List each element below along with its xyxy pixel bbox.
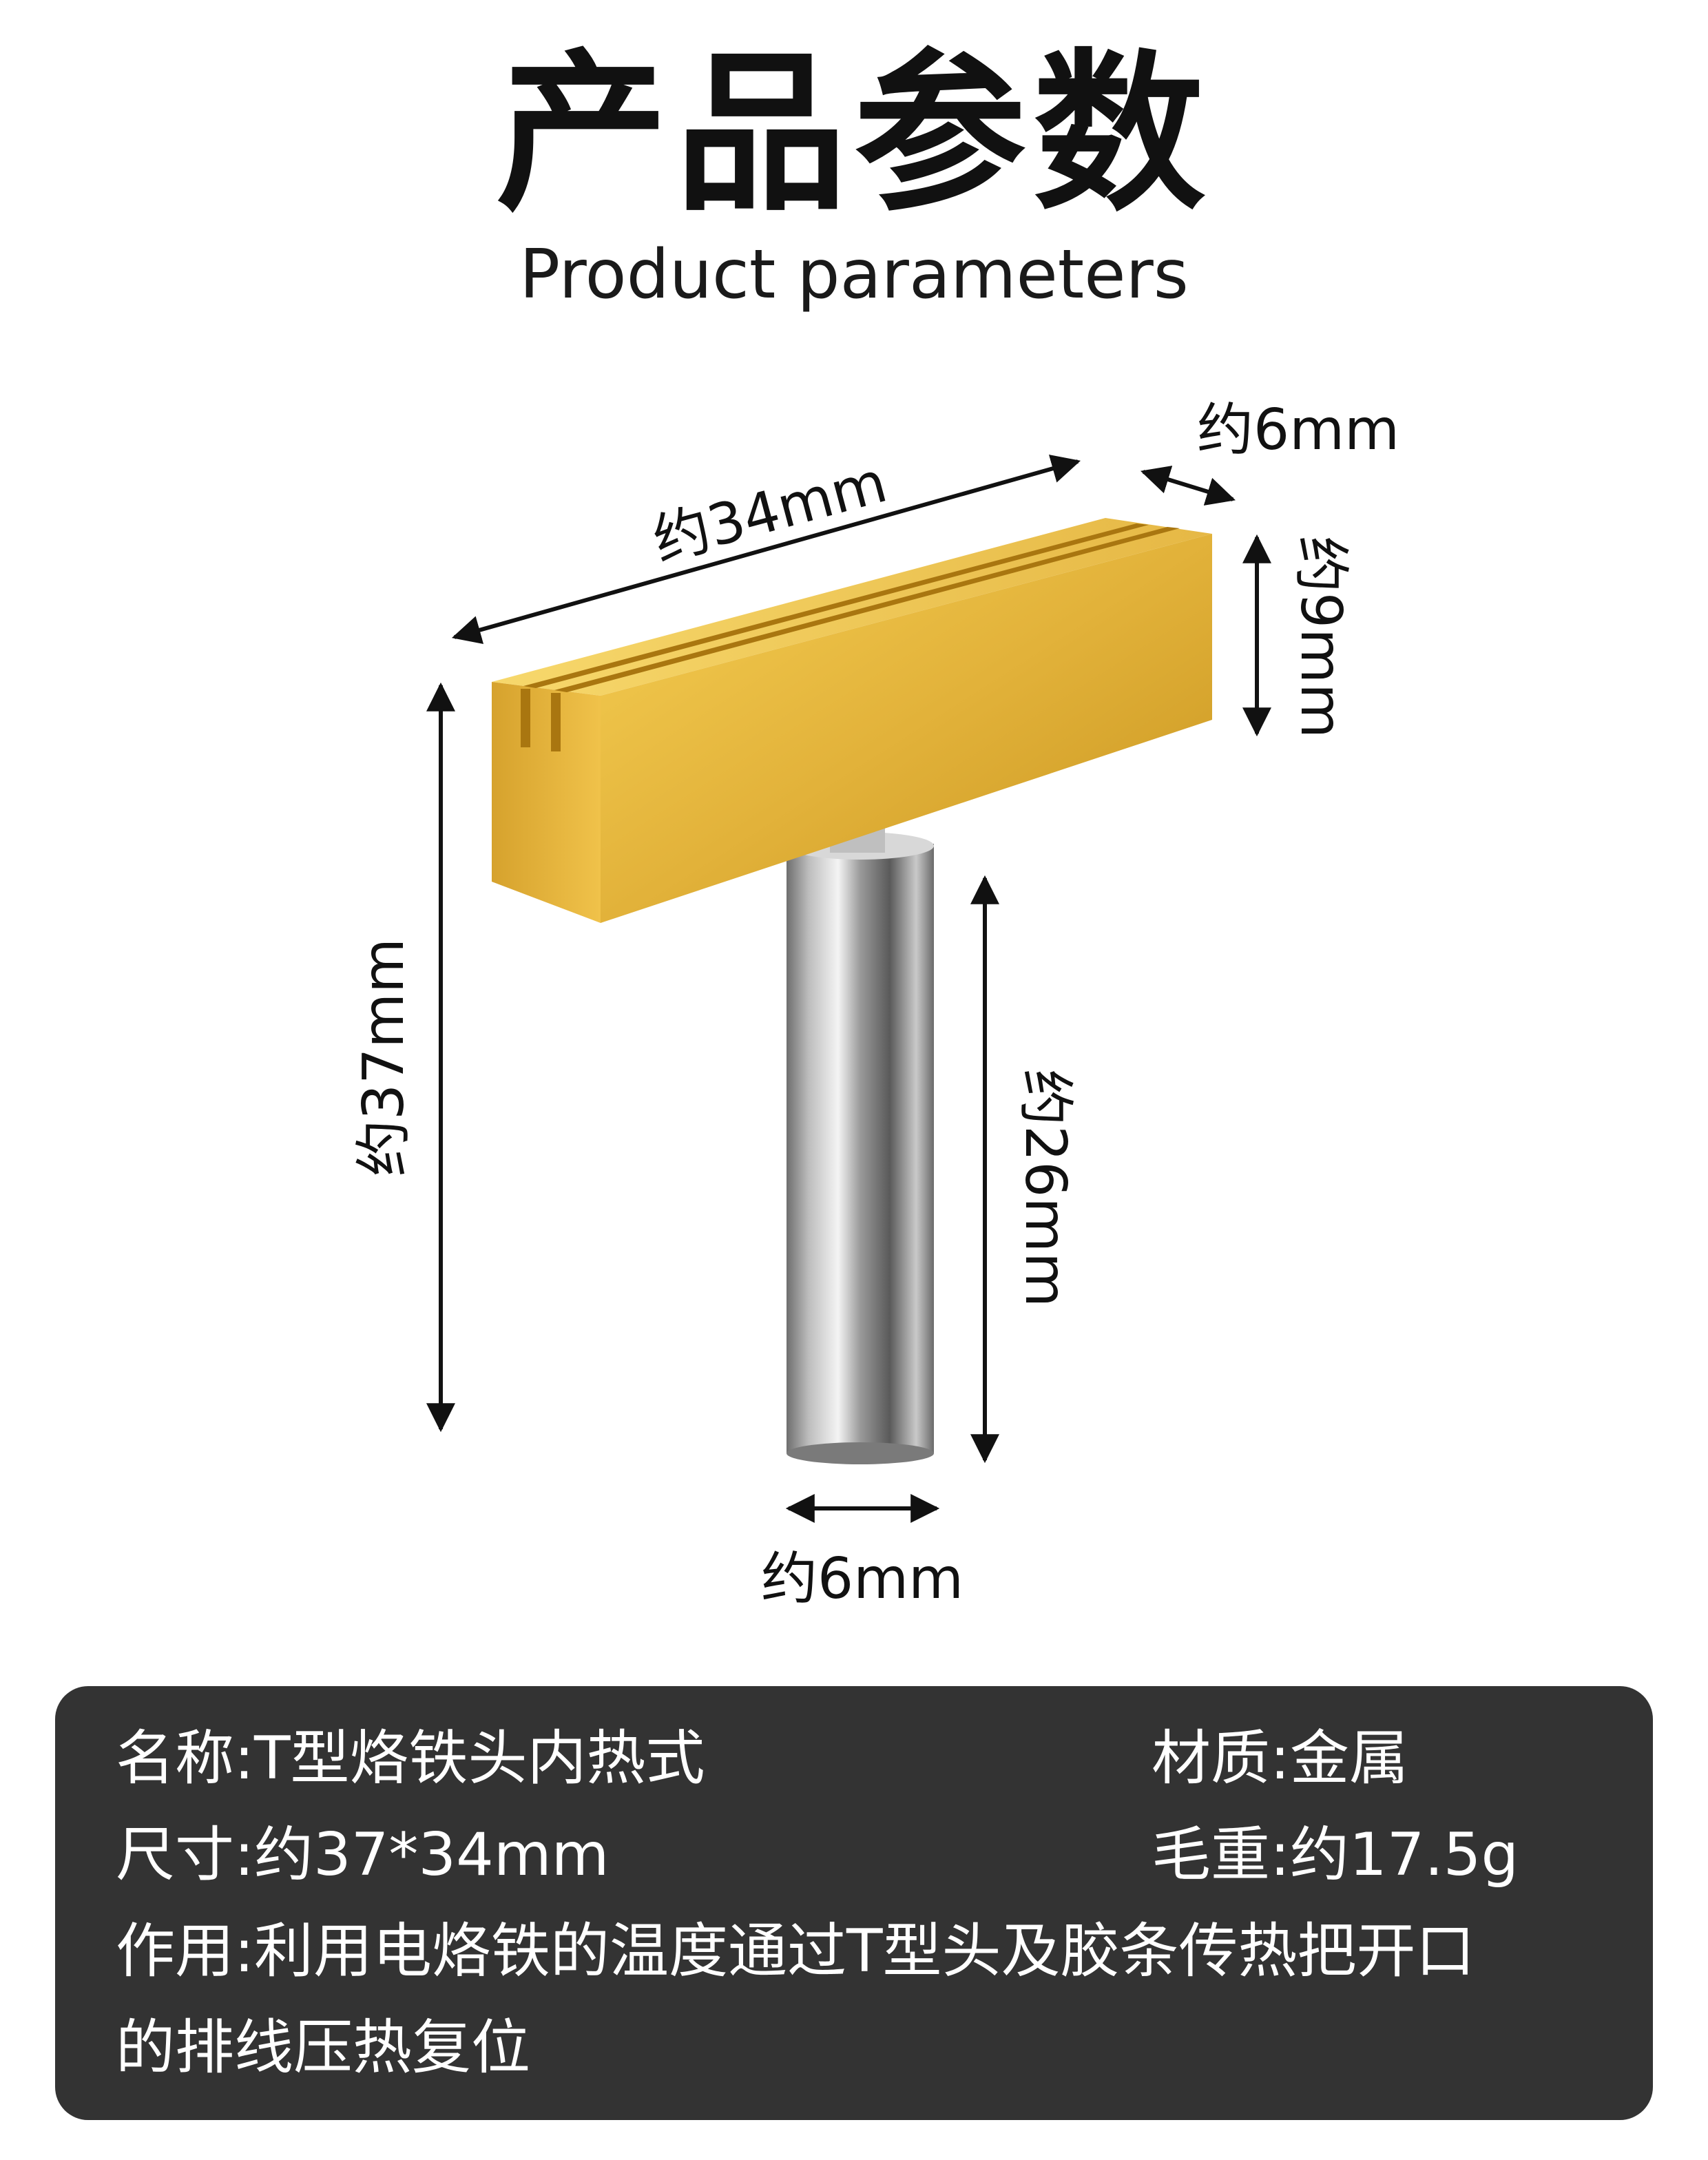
spec-material: 材质:金属: [1152, 1724, 1408, 1793]
label-length: 约34mm: [646, 450, 893, 574]
spec-name: 名称:T型烙铁头内热式: [116, 1724, 705, 1793]
page-title: 产品参数: [496, 34, 1212, 234]
label-shaft-diameter: 约6mm: [761, 1546, 964, 1612]
product-dimension-diagram: 约34mm 约6mm 约9mm 约37mm 约26mm 约6mm: [351, 397, 1399, 1612]
spec-size: 尺寸:约37*34mm: [116, 1820, 610, 1889]
page-subtitle: Product parameters: [519, 236, 1189, 314]
spec-weight: 毛重:约17.5g: [1152, 1820, 1519, 1889]
label-height-block: 约9mm: [1288, 536, 1353, 738]
dimension-arrows: [426, 455, 1271, 1523]
label-total-height: 约37mm: [351, 938, 417, 1176]
steel-shaft: [787, 825, 934, 1464]
spec-usage-line2: 的排线压热复位: [116, 2013, 530, 2082]
label-shaft-length: 约26mm: [1012, 1069, 1078, 1307]
spec-usage-line1: 作用:利用电烙铁的温度通过T型头及胶条传热把开口: [116, 1917, 1475, 1986]
label-width-top: 约6mm: [1197, 397, 1399, 463]
spec-panel: 名称:T型烙铁头内热式 材质:金属 尺寸:约37*34mm 毛重:约17.5g …: [55, 1686, 1653, 2120]
